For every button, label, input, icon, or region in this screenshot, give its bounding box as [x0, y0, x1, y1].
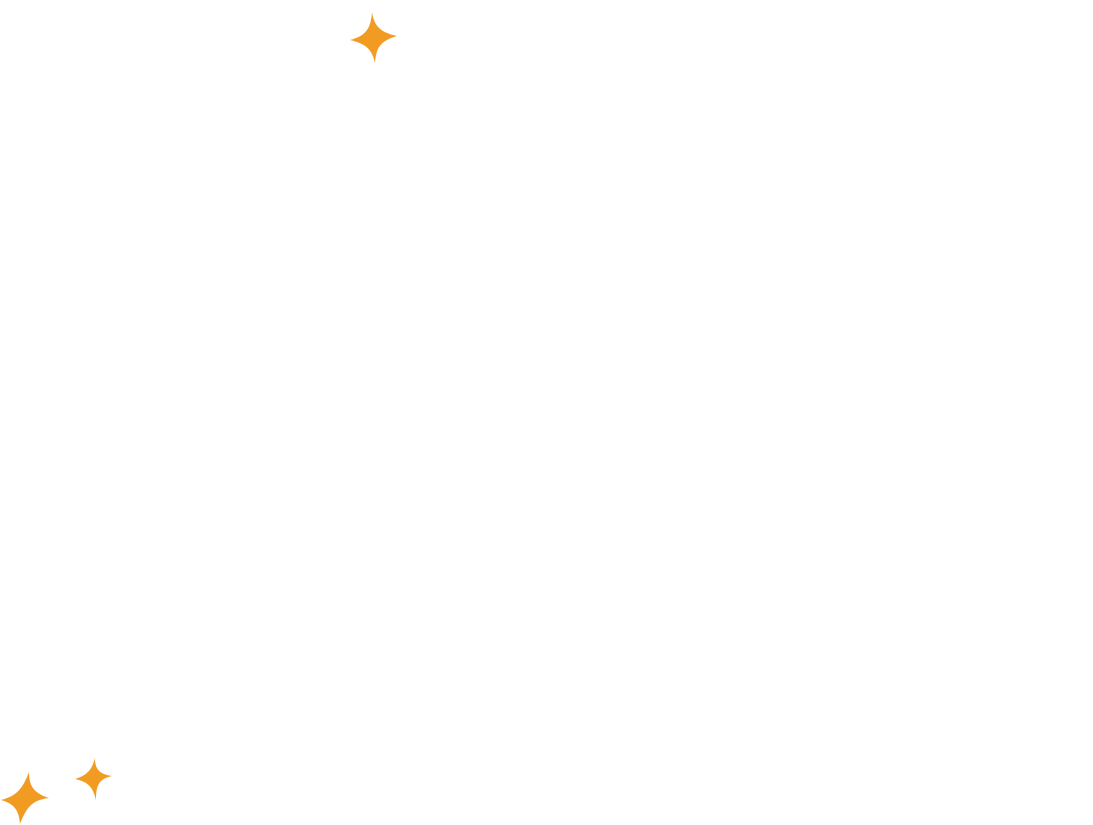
sparkle-star-bottom-left-shape — [1, 772, 49, 824]
sparkle-star-icon — [74, 757, 114, 801]
sparkle-star-icon — [0, 770, 50, 825]
sparkle-star-icon — [348, 11, 398, 64]
sparkle-star-bottom-small-shape — [75, 758, 112, 800]
sparkle-star-top-shape — [350, 12, 397, 63]
